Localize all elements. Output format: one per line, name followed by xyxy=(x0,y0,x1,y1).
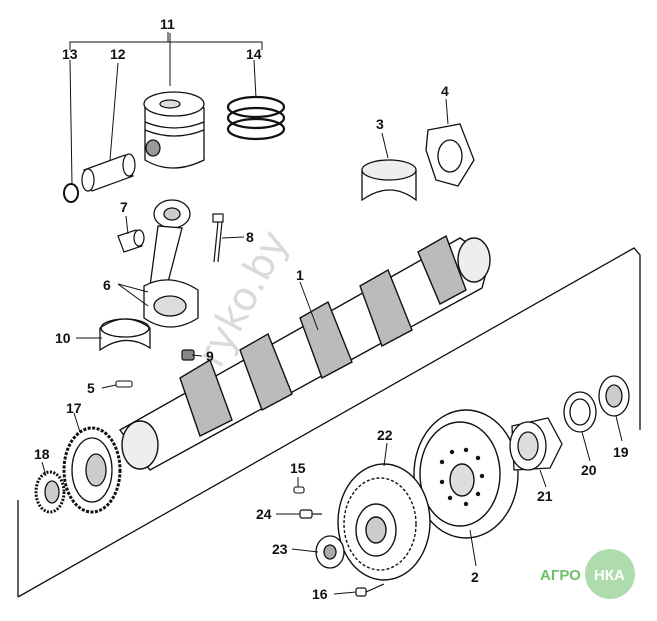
callout-4: 4 xyxy=(441,83,449,99)
callout-6: 6 xyxy=(103,277,111,293)
circlip xyxy=(63,183,79,203)
callout-19: 19 xyxy=(613,444,629,460)
rear-seal xyxy=(563,391,597,433)
agronka-logo: АГРО НКА xyxy=(540,549,635,599)
flywheel xyxy=(413,409,519,539)
key xyxy=(115,380,133,388)
bolt-small xyxy=(299,509,322,519)
callout-17: 17 xyxy=(66,400,82,416)
piston-rings xyxy=(226,95,286,141)
small-end-bushing xyxy=(117,229,145,253)
dowel-pin xyxy=(293,486,305,494)
callout-7: 7 xyxy=(120,199,128,215)
rod-bolt xyxy=(212,213,224,263)
callout-20: 20 xyxy=(581,462,597,478)
crankshaft xyxy=(118,234,491,471)
callout-5: 5 xyxy=(87,380,95,396)
piston-pin xyxy=(81,153,136,192)
callout-14: 14 xyxy=(246,46,262,62)
callout-18: 18 xyxy=(34,446,50,462)
callout-21: 21 xyxy=(537,488,553,504)
callouts: 1 2 3 4 5 6 7 8 9 10 11 12 13 14 15 16 1… xyxy=(34,16,629,602)
crank-gear xyxy=(62,426,122,514)
logo-text-left: АГРО xyxy=(540,567,581,584)
callout-15: 15 xyxy=(290,460,306,476)
callout-3: 3 xyxy=(376,116,384,132)
rear-carrier xyxy=(509,417,563,471)
hub xyxy=(315,535,345,569)
callout-24: 24 xyxy=(256,506,272,522)
callout-12: 12 xyxy=(110,46,126,62)
rear-seal-ring xyxy=(598,375,630,417)
callout-22: 22 xyxy=(377,427,393,443)
leader-lines xyxy=(41,33,623,595)
bolt-long xyxy=(355,583,385,597)
callout-2: 2 xyxy=(471,569,479,585)
callout-16: 16 xyxy=(312,586,328,602)
callout-8: 8 xyxy=(246,229,254,245)
callout-9: 9 xyxy=(206,348,214,364)
callout-1: 1 xyxy=(296,267,304,283)
callout-11: 11 xyxy=(160,16,175,32)
thrust-washer xyxy=(425,123,475,187)
connecting-rod xyxy=(143,199,199,328)
logo-text-right: НКА xyxy=(594,567,625,584)
main-bearing-shell xyxy=(361,159,417,202)
front-gear xyxy=(34,470,66,514)
piston-group-bracket xyxy=(69,32,263,50)
rod-bearing-shell xyxy=(99,318,151,352)
logo-circle xyxy=(585,549,635,599)
callout-13: 13 xyxy=(62,46,78,62)
callout-23: 23 xyxy=(272,541,288,557)
callout-10: 10 xyxy=(55,330,71,346)
piston xyxy=(143,91,205,169)
vibration-damper xyxy=(337,463,431,581)
assembly-frame xyxy=(17,247,641,598)
